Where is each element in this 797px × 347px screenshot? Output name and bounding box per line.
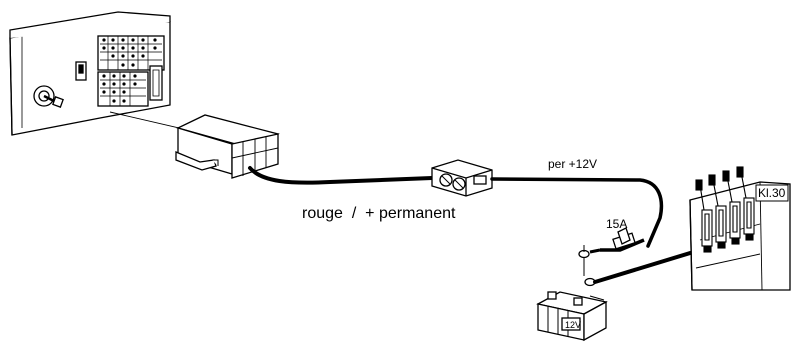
wire-fuse-to-battery bbox=[589, 248, 601, 254]
wire-permanent-12v bbox=[490, 177, 664, 248]
wire-battery-to-fusebox bbox=[593, 248, 702, 284]
antenna-socket-icon bbox=[33, 85, 64, 108]
radio-head-unit bbox=[9, 11, 171, 136]
fuse-rating-label: 15A bbox=[606, 217, 627, 231]
fuse-box bbox=[689, 166, 791, 291]
wire-label-per: per +12V bbox=[548, 157, 597, 171]
car-battery bbox=[536, 291, 608, 342]
connector-block-top bbox=[97, 35, 165, 71]
connector-plug bbox=[175, 114, 280, 179]
fuse-holder bbox=[600, 227, 645, 252]
ring-terminal bbox=[578, 245, 596, 287]
wire-connector bbox=[431, 159, 493, 197]
terminal-label: Kl.30 bbox=[758, 186, 786, 200]
wire-radio-to-connector bbox=[248, 166, 434, 185]
connector-block-bottom bbox=[97, 71, 149, 107]
wire-label-main: rouge / + permanent bbox=[302, 205, 456, 222]
battery-voltage-label: 12V bbox=[565, 320, 581, 330]
